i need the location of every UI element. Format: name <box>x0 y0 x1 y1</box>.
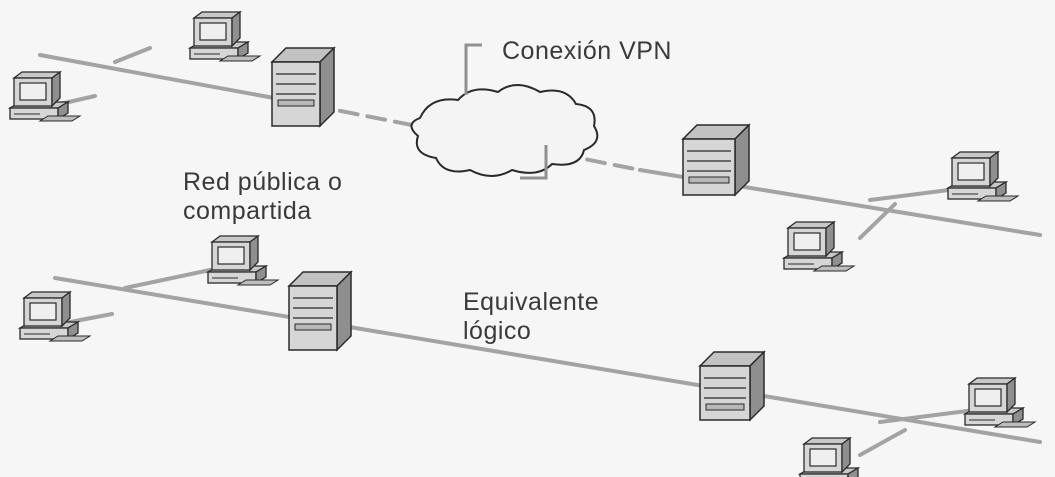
computer-icon <box>962 376 1037 428</box>
top-left-lan-cable <box>38 53 287 102</box>
cloud-icon <box>410 84 599 177</box>
bottom-right-drop-2 <box>858 428 907 457</box>
public-network-label: Red pública o compartida <box>183 168 342 226</box>
computer-icon <box>781 220 856 272</box>
top-left-drop-1 <box>113 46 152 64</box>
logical-equivalent-line-2: lógico <box>463 317 532 345</box>
vpn-connection-text: Conexión VPN <box>502 37 672 65</box>
logical-lan-cable <box>53 276 1042 444</box>
vpn-bracket-top <box>464 43 482 95</box>
server-icon <box>287 270 353 352</box>
server-icon <box>681 123 751 197</box>
server-icon <box>698 350 766 422</box>
server-icon <box>270 46 336 128</box>
vpn-connection-label: Conexión VPN <box>502 37 672 66</box>
vpn-bracket-bottom <box>520 145 548 180</box>
public-network-line-2: compartida <box>183 197 312 225</box>
computer-icon <box>187 10 262 62</box>
public-network-line-1: Red pública o <box>183 168 343 196</box>
logical-equivalent-line-1: Equivalente <box>463 288 600 316</box>
logical-equivalent-label: Equivalente lógico <box>463 288 599 346</box>
bottom-left-drop-1 <box>123 268 212 290</box>
computer-icon <box>945 150 1020 202</box>
bottom-right-drop-1 <box>878 408 977 424</box>
top-right-drop-2 <box>858 202 897 240</box>
computer-icon <box>7 70 82 122</box>
computer-icon <box>797 436 861 477</box>
computer-icon <box>205 234 280 286</box>
bottom-left-drop-2 <box>68 312 114 324</box>
computer-icon <box>17 290 92 342</box>
